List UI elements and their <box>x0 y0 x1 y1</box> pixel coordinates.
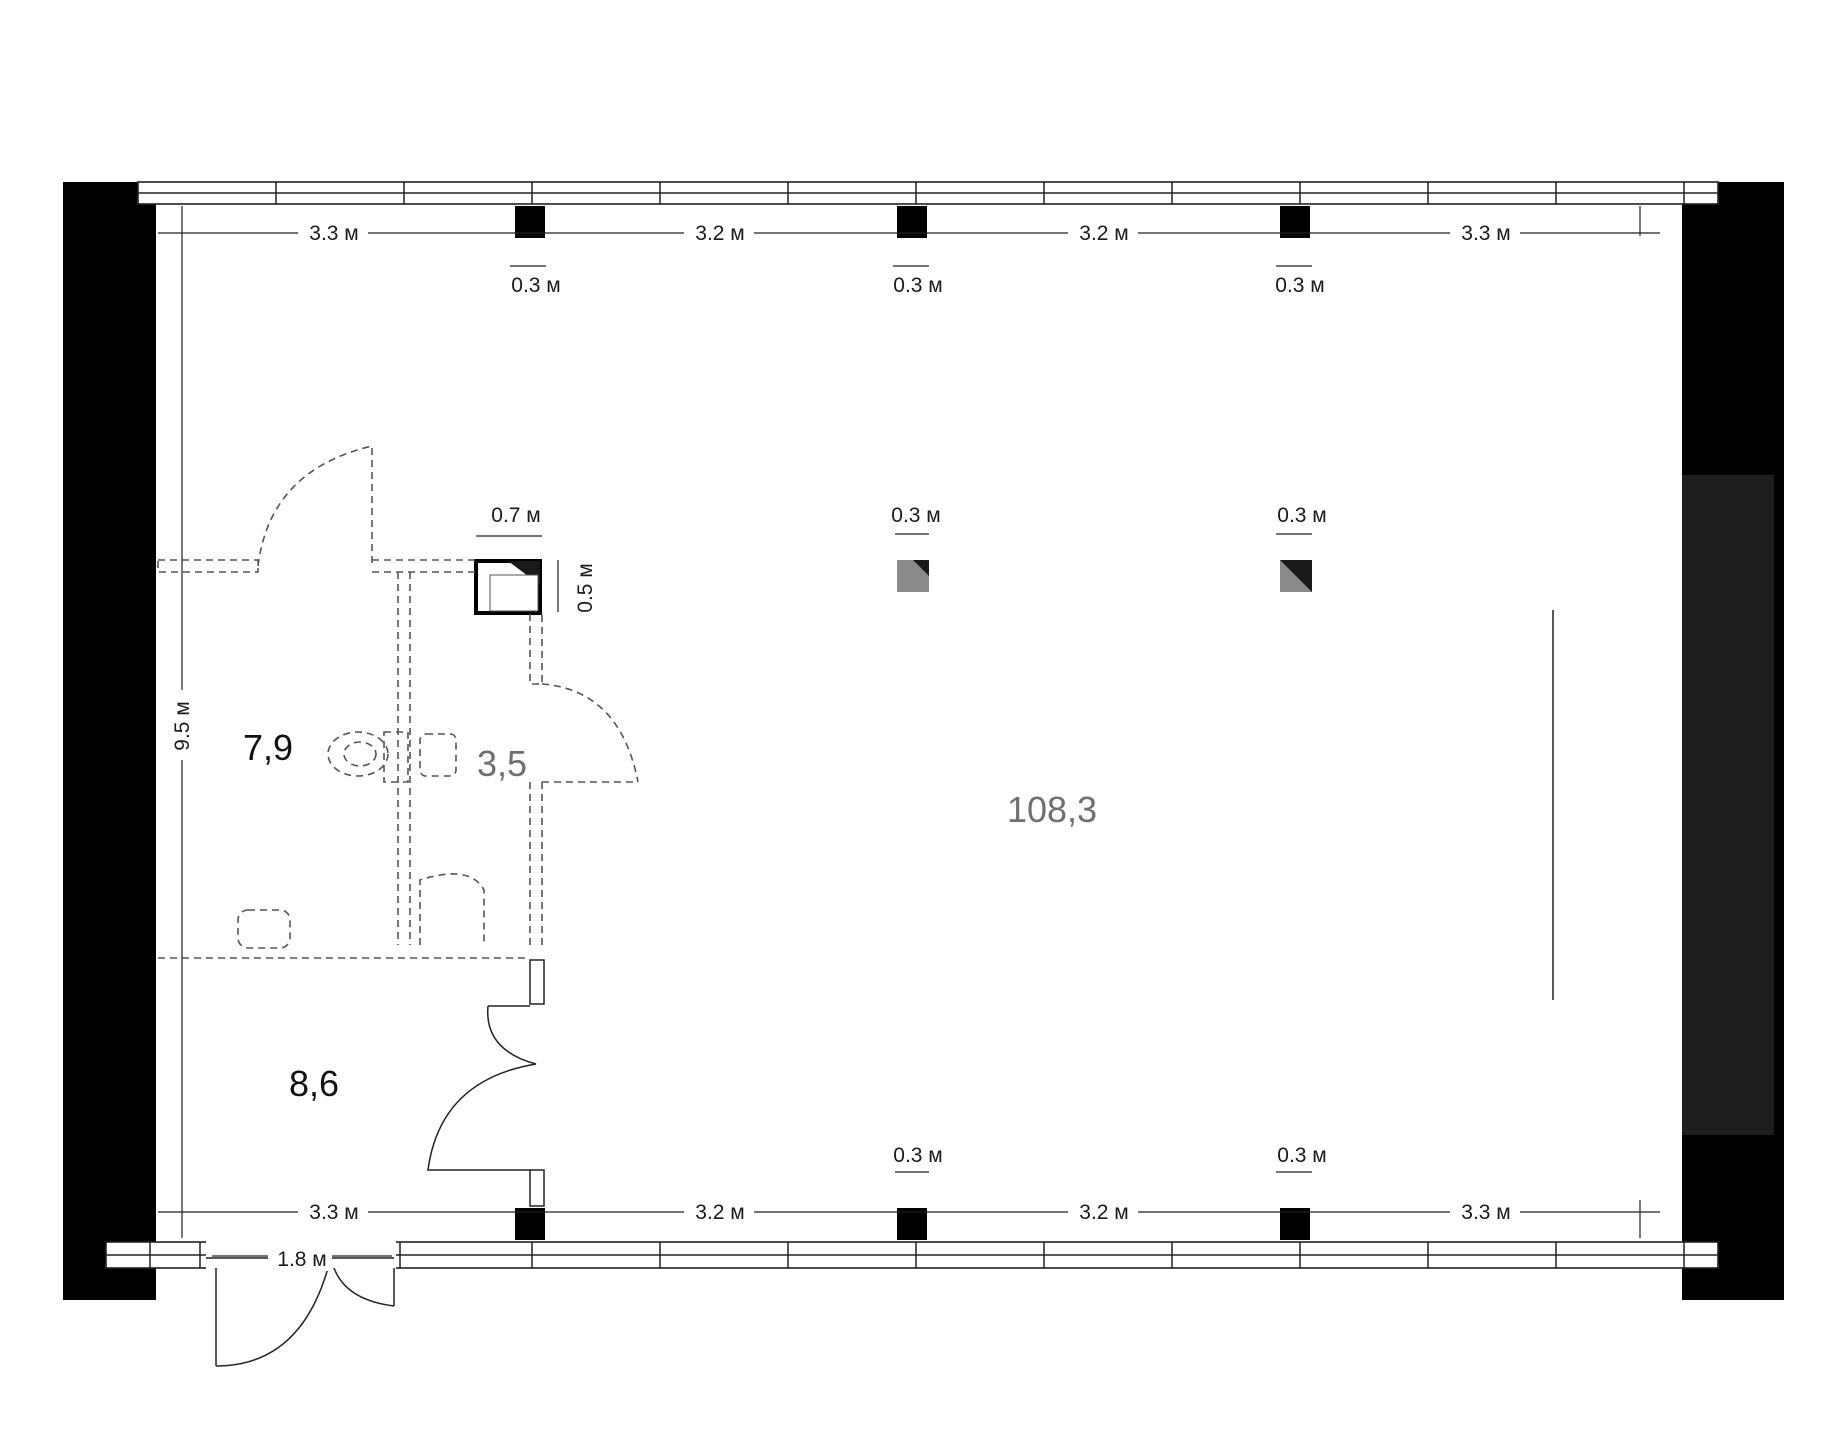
col-width-top-3: 0.3 м <box>1275 274 1324 297</box>
left-wall <box>63 182 156 1300</box>
dim-top-1: 3.3 м <box>309 222 358 245</box>
col-width-bottom-1: 0.3 м <box>893 1144 942 1167</box>
top-windows <box>137 181 1719 205</box>
column <box>515 1208 545 1240</box>
dimension-lines <box>158 206 1660 1257</box>
dim-bottom-4: 3.3 м <box>1461 1201 1510 1224</box>
shaft-depth: 0.5 м <box>574 563 597 612</box>
room-area-main: 108,3 <box>1007 789 1097 830</box>
dim-bottom-3: 3.2 м <box>1079 1201 1128 1224</box>
right-wall-lower <box>1682 1135 1784 1300</box>
dim-top-4: 3.3 м <box>1461 222 1510 245</box>
col-width-top-2: 0.3 м <box>893 274 942 297</box>
interior-partitions <box>157 444 639 959</box>
height-dimension: 9.5 м <box>171 701 194 750</box>
columns <box>474 206 1312 1240</box>
dim-bottom-1: 3.3 м <box>309 1201 358 1224</box>
dim-top-2: 3.2 м <box>695 222 744 245</box>
col-width-bottom-2: 0.3 м <box>1277 1144 1326 1167</box>
entrance-width: 1.8 м <box>277 1248 326 1271</box>
entrance-door <box>206 1257 395 1367</box>
inner-col-width-1: 0.7 м <box>491 504 540 527</box>
column <box>897 1208 927 1240</box>
room-area-hall: 8,6 <box>289 1063 339 1104</box>
exterior-walls <box>63 182 1784 1300</box>
inner-col-width-2: 0.3 м <box>891 504 940 527</box>
column <box>1280 1208 1310 1240</box>
dark-panel <box>1682 475 1774 1135</box>
bottom-windows <box>105 1240 1719 1270</box>
dim-top-3: 3.2 м <box>1079 222 1128 245</box>
inner-col-width-3: 0.3 м <box>1277 504 1326 527</box>
room-area-wc: 3,5 <box>477 743 527 784</box>
room-area-bathroom: 7,9 <box>243 727 293 768</box>
dim-bottom-2: 3.2 м <box>695 1201 744 1224</box>
col-width-top-1: 0.3 м <box>511 274 560 297</box>
interior-door <box>427 959 545 1207</box>
